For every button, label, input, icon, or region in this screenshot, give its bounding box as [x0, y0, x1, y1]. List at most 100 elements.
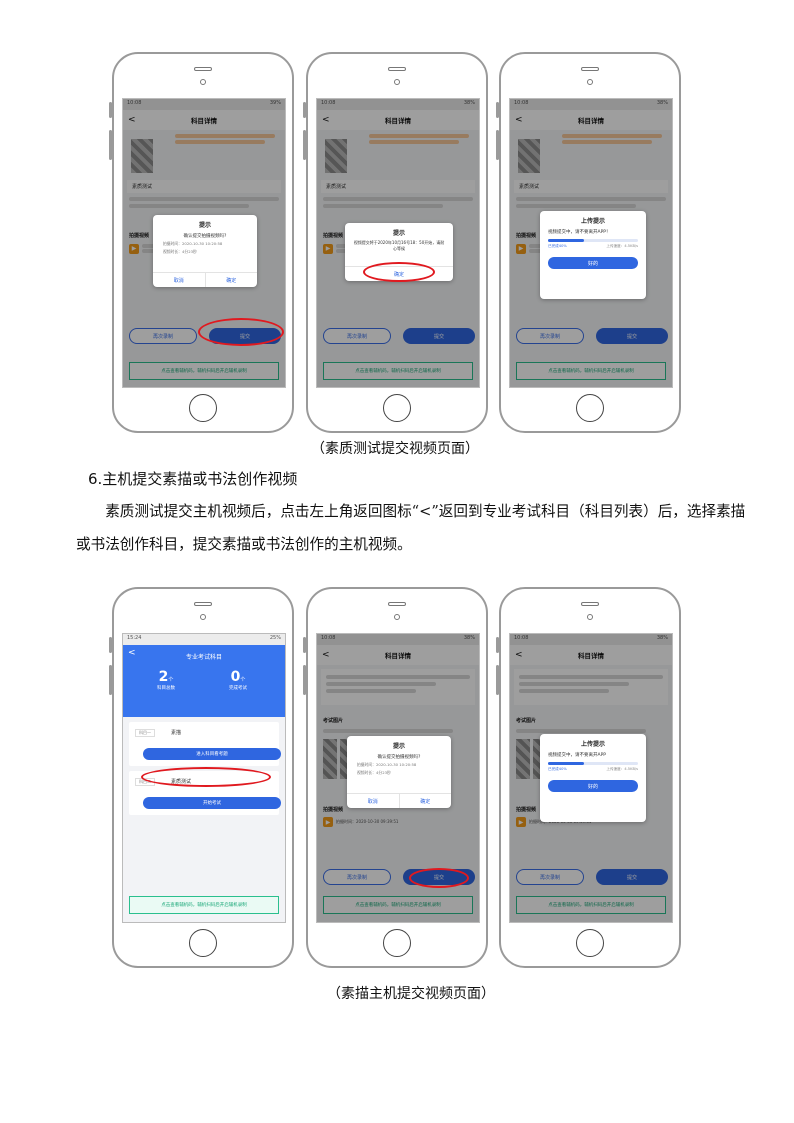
exam-info [514, 669, 668, 705]
retake-button[interactable]: 再次录制 [323, 328, 391, 344]
submit-button[interactable]: 提交 [403, 328, 475, 344]
dialog-duration: 视频时长：4分23秒 [163, 249, 197, 254]
section-video-title: 拍摄视频 [323, 807, 344, 813]
nav-bar: <科目详情 [123, 110, 285, 130]
section-video-title: 拍摄视频 [323, 233, 344, 239]
blurred-avatar [518, 139, 540, 173]
back-icon[interactable]: < [128, 115, 136, 125]
back-icon[interactable]: < [128, 648, 136, 658]
notice-text [317, 130, 479, 144]
blurred-avatar [131, 139, 153, 173]
subject-card: 科目一 素描 进入科目看考题 [129, 722, 281, 766]
camera [587, 79, 593, 85]
start-exam-button[interactable]: 开始考试 [143, 797, 281, 809]
status-time: 10:08 [321, 635, 336, 641]
blurred-avatar [325, 139, 347, 173]
speaker [388, 67, 406, 71]
home-button [383, 929, 411, 957]
stat-unit: 个 [240, 677, 246, 683]
dialog-confirm-button[interactable]: 确定 [398, 794, 452, 808]
highlight-ellipse [141, 767, 271, 787]
play-icon: ▶ [516, 817, 526, 827]
camera [394, 79, 400, 85]
dialog-message: 确认提交拍摄视频吗? [183, 234, 227, 239]
exam-photo[interactable] [516, 739, 530, 779]
stat-label: 完成考试 [229, 686, 247, 691]
retake-button[interactable]: 再次录制 [516, 328, 584, 344]
battery-level: 38% [463, 100, 475, 106]
enter-subject-button[interactable]: 进入科目看考题 [143, 748, 281, 760]
body-paragraph: 素质测试提交主机视频后，点击左上角返回图标“<”返回到专业考试科目（科目列表）后… [76, 503, 746, 553]
stat-label: 科目总数 [157, 686, 175, 691]
upload-progress-bar [548, 762, 638, 765]
section-video-title: 拍摄视频 [516, 807, 537, 813]
aux-code-bar[interactable]: 点击查看辅机码，辅机扫码后开启辅机录制 [516, 896, 666, 914]
subject-label: 素质测试 [519, 184, 540, 190]
dialog-message: 确认提交拍摄视频吗? [377, 755, 421, 760]
retake-button[interactable]: 再次录制 [516, 869, 584, 885]
ok-button[interactable]: 好的 [548, 780, 638, 792]
confirm-dialog: 提示 确认提交拍摄视频吗? 拍摄时间：2020-10-30 10:20:58 视… [347, 736, 451, 808]
retake-button[interactable]: 再次录制 [323, 869, 391, 885]
section-heading: 6.主机提交素描或书法创作视频 [88, 470, 298, 488]
back-icon[interactable]: < [515, 115, 523, 125]
subject-row: 素质测试 [514, 180, 668, 193]
camera [200, 79, 206, 85]
dialog-confirm-button[interactable]: 确定 [204, 273, 258, 287]
camera [394, 614, 400, 620]
subject-label: 素质测试 [326, 184, 347, 190]
submit-button[interactable]: 提交 [596, 869, 668, 885]
section-video-title: 拍摄视频 [516, 233, 537, 239]
aux-code-bar[interactable]: 点击查看辅机码，辅机扫码后开启辅机录制 [323, 896, 473, 914]
dialog-duration: 视频时长：4分23秒 [357, 770, 391, 775]
caption-bottom: （素描主机提交视频页面） [327, 986, 495, 1002]
retake-button[interactable]: 再次录制 [129, 328, 197, 344]
home-button [576, 394, 604, 422]
play-icon: ▶ [516, 243, 526, 254]
video-item[interactable]: ▶拍摄时间：2020-10-30 09:39:51 [317, 815, 479, 829]
nav-title: 科目详情 [385, 652, 411, 660]
ok-button[interactable]: 好的 [548, 257, 638, 269]
aux-code-bar[interactable]: 点击查看辅机码，辅机扫码后开启辅机录制 [516, 362, 666, 380]
battery-level: 25% [269, 635, 281, 641]
aux-code-bar[interactable]: 点击查看辅机码，辅机扫码后开启辅机录制 [129, 896, 279, 914]
upload-speed: 上传速度：4.5KB/s [606, 767, 638, 771]
aux-code-bar[interactable]: 点击查看辅机码，辅机扫码后开启辅机录制 [323, 362, 473, 380]
highlight-ellipse [409, 868, 469, 888]
play-icon: ▶ [129, 243, 139, 254]
video-time: 拍摄时间：2020-10-30 09:39:51 [336, 819, 399, 824]
speaker [194, 67, 212, 71]
back-icon[interactable]: < [322, 650, 330, 660]
submit-button[interactable]: 提交 [596, 328, 668, 344]
back-icon[interactable]: < [322, 115, 330, 125]
dialog-cancel-button[interactable]: 取消 [173, 277, 184, 284]
camera [587, 614, 593, 620]
play-icon: ▶ [323, 817, 333, 827]
status-time: 10:08 [514, 100, 529, 106]
nav-title: 科目详情 [385, 117, 411, 125]
aux-code-bar[interactable]: 点击查看辅机码，辅机扫码后开启辅机录制 [129, 362, 279, 380]
speaker [388, 602, 406, 606]
subject-list-header: < 专业考试科目 2个 科目总数 0个 完成考试 [123, 645, 285, 717]
nav-bar: < 科目详情 [317, 645, 479, 665]
section-photo-title: 考试图片 [516, 718, 537, 724]
dialog-message: 视频提交中，请不要离开APP！ [548, 230, 611, 235]
dialog-cancel-button[interactable]: 取消 [367, 798, 378, 805]
exam-info [321, 669, 475, 705]
back-icon[interactable]: < [515, 650, 523, 660]
upload-dialog: 上传提示 视频提交中，请不要离开APP！ 已完成40%上传速度：4.5KB/s … [540, 211, 646, 299]
subject-tag: 科目一 [135, 729, 155, 737]
home-button [189, 929, 217, 957]
dialog-title: 提示 [198, 222, 211, 229]
exam-photo[interactable] [323, 739, 337, 779]
notice-text [510, 130, 672, 144]
upload-speed: 上传速度：4.5KB/s [606, 244, 638, 248]
speaker [581, 67, 599, 71]
